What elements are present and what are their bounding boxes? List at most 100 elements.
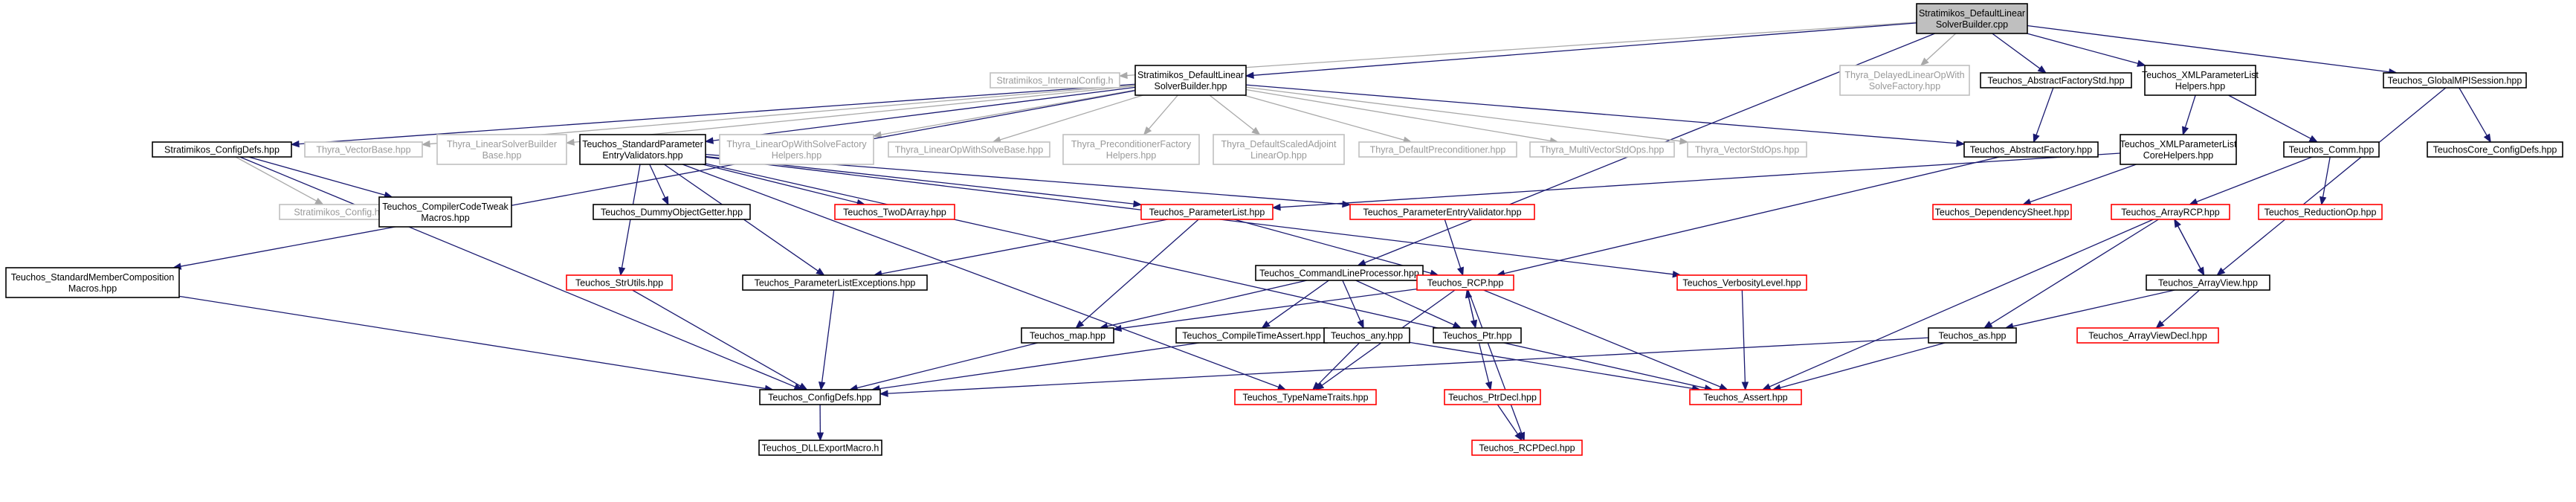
edge-globalmpi-to-arrayview [2216,87,2447,276]
node-dllexport[interactable]: Teuchos_DLLExportMacro.h [758,440,882,456]
node-box [1839,65,1970,96]
node-label: Teuchos_GlobalMPISession.hpp [2388,76,2522,86]
node-twodarray[interactable]: Teuchos_TwoDArray.hpp [834,204,955,220]
edge-ptr-to-ptrdecl [1478,342,1493,391]
node-arrayview[interactable]: Teuchos_ArrayView.hpp [2146,274,2270,291]
edge-arrowhead [1679,138,1689,145]
node-globalmpi[interactable]: Teuchos_GlobalMPISession.hpp [2383,72,2527,89]
node-configdefs[interactable]: Teuchos_ConfigDefs.hpp [759,389,881,405]
node-strutils[interactable]: Teuchos_StrUtils.hpp [566,274,673,291]
node-strat-config-h[interactable]: Stratimikos_Config.h [279,204,395,220]
node-box [2258,204,2383,220]
node-assert[interactable]: Teuchos_Assert.hpp [1689,389,1802,405]
node-paramlist[interactable]: Teuchos_ParameterList.hpp [1140,204,1274,220]
node-box [888,141,1050,158]
node-box [2111,204,2230,220]
node-box [1323,327,1410,344]
node-box [2146,274,2270,291]
node-dslsb-hpp[interactable]: Stratimikos_DefaultLinearSolverBuilder.h… [1134,65,1247,96]
node-label: Helpers.hpp [1106,150,1156,161]
node-label: CoreHelpers.hpp [2143,150,2214,161]
node-dep-sheet[interactable]: Teuchos_DependencySheet.hpp [1932,204,2072,220]
edge-dslsb_hpp-to-lows_factory [872,89,1136,138]
edge-arrowhead [565,138,575,146]
node-label: Thyra_LinearOpWithSolveBase.hpp [895,145,1043,155]
node-arrayviewdecl[interactable]: Teuchos_ArrayViewDecl.hpp [2076,327,2219,344]
node-arrayrcp[interactable]: Teuchos_ArrayRCP.hpp [2111,204,2230,220]
node-label: Teuchos_TypeNameTraits.hpp [1242,393,1368,403]
node-stdparam[interactable]: Teuchos_StandardParameterEntryValidators… [579,134,706,165]
edge-dslsb_hpp-to-stdparam [704,86,1136,144]
node-vectorbase[interactable]: Thyra_VectorBase.hpp [304,141,423,158]
node-ptr[interactable]: Teuchos_Ptr.hpp [1433,327,1522,344]
edge-arrowhead [1311,382,1321,390]
edge-arrowhead [2319,196,2327,206]
edge-param_validator-to-rcp [1444,219,1464,277]
node-pl-exceptions[interactable]: Teuchos_ParameterListExceptions.hpp [742,274,928,291]
node-box [2383,72,2527,89]
node-label: Teuchos_DependencySheet.hpp [1935,207,2070,218]
node-label: Teuchos_ArrayViewDecl.hpp [2088,331,2207,341]
node-label: Thyra_LinearSolverBuilder [447,139,557,149]
node-reduction-op[interactable]: Teuchos_ReductionOp.hpp [2258,204,2383,220]
node-lows-base[interactable]: Thyra_LinearOpWithSolveBase.hpp [888,141,1050,158]
node-box [1676,274,1807,291]
edge-arrowhead [879,390,888,397]
edge-arrowhead [1465,289,1473,299]
edge-arrowhead [2033,133,2040,144]
edge-arrowhead [1143,126,1152,136]
node-cmdline[interactable]: Teuchos_CommandLineProcessor.hpp [1255,265,1424,281]
node-strat-configdefs[interactable]: Stratimikos_ConfigDefs.hpp [152,141,292,158]
node-label: Helpers.hpp [772,150,821,161]
node-map[interactable]: Teuchos_map.hpp [1021,327,1114,344]
node-multivector[interactable]: Thyra_MultiVectorStdOps.hpp [1529,141,1675,158]
edge-arrowhead [1741,382,1749,391]
node-label: Teuchos_ConfigDefs.hpp [768,393,872,403]
node-typenametraits[interactable]: Teuchos_TypeNameTraits.hpp [1234,389,1377,405]
edge-comm-to-reduction_op [2319,156,2331,206]
node-delayed[interactable]: Thyra_DelayedLinearOpWithSolveFactory.hp… [1839,65,1970,96]
node-box [1349,204,1535,220]
edge-arrowhead [1672,271,1682,278]
node-comm[interactable]: Teuchos_Comm.hpp [2283,141,2380,158]
node-verbosity[interactable]: Teuchos_VerbosityLevel.hpp [1676,274,1807,291]
edge-xmlpl_core-to-paramlist [1271,152,2121,211]
node-rcpdecl[interactable]: Teuchos_RCPDecl.hpp [1471,440,1583,456]
node-label: Teuchos_Ptr.hpp [1442,331,1511,341]
node-lows-factory[interactable]: Thyra_LinearOpWithSolveFactoryHelpers.hp… [719,134,874,165]
edge-arrowhead [816,268,825,276]
node-dummy-getter[interactable]: Teuchos_DummyObjectGetter.hpp [593,204,751,220]
node-label: Thyra_DefaultPreconditioner.hpp [1370,145,1506,155]
node-label: Teuchos_AbstractFactory.hpp [1970,145,2092,155]
node-label: SolverBuilder.hpp [1155,81,1227,91]
node-abs-factory-std[interactable]: Teuchos_AbstractFactoryStd.hpp [1980,72,2132,89]
node-internalconfig[interactable]: Stratimikos_InternalConfig.h [990,72,1120,89]
edge-arrayview-to-arrayrcp [2174,218,2205,276]
node-compile-assert[interactable]: Teuchos_CompileTimeAssert.hpp [1175,327,1328,344]
node-label: Stratimikos_InternalConfig.h [996,76,1113,86]
node-label: Teuchos_RCP.hpp [1427,278,1504,289]
node-param-validator[interactable]: Teuchos_ParameterEntryValidator.hpp [1349,204,1535,220]
node-vectorstdops[interactable]: Thyra_VectorStdOps.hpp [1687,141,1807,158]
node-root: Stratimikos_DefaultLinearSolverBuilder.c… [1916,3,2028,34]
node-rcp[interactable]: Teuchos_RCP.hpp [1416,274,1514,291]
edge-dslsb_hpp-to-precond_factory [1143,94,1178,136]
node-box [378,196,512,228]
node-default-precond[interactable]: Thyra_DefaultPreconditioner.hpp [1358,141,1517,158]
node-as[interactable]: Teuchos_as.hpp [1928,327,2017,344]
node-core-configdefs[interactable]: TeuchosCore_ConfigDefs.hpp [2427,141,2563,158]
node-std-member[interactable]: Teuchos_StandardMemberCompositionMacros.… [5,267,180,298]
node-any[interactable]: Teuchos_any.hpp [1323,327,1410,344]
edge-ptrdecl-to-rcpdecl [1497,404,1523,442]
edge-dslsb_hpp-to-abs_factory [1245,84,1966,147]
node-abs-factory[interactable]: Teuchos_AbstractFactory.hpp [1963,141,2099,158]
edge-arrayview-to-arrayviewdecl [2155,289,2201,329]
node-ptrdecl[interactable]: Teuchos_PtrDecl.hpp [1444,389,1541,405]
node-label: Teuchos_StrUtils.hpp [575,278,663,289]
